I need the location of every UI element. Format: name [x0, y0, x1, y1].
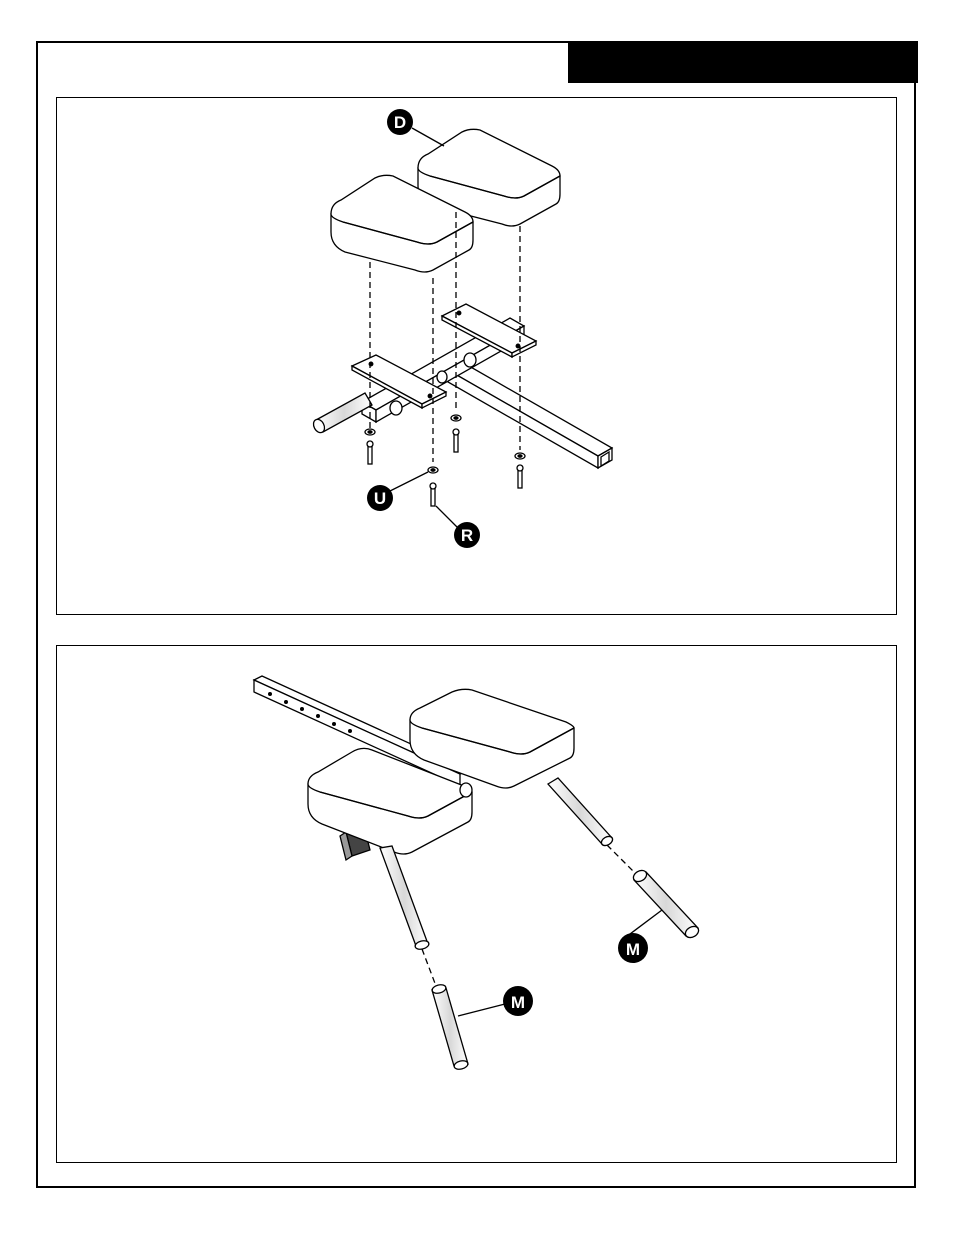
- callout-u-label: U: [374, 489, 386, 508]
- step-1-diagram: [311, 128, 612, 528]
- callout-m-left-label: M: [511, 993, 525, 1012]
- left-roller-pad: [431, 983, 469, 1070]
- left-rod-stub: [380, 846, 430, 951]
- callout-r-label: R: [461, 526, 473, 545]
- right-roller-pad: [631, 868, 700, 940]
- callout-u: U: [367, 485, 393, 511]
- step-2-diagram: [254, 676, 701, 1071]
- callout-d-label: D: [394, 113, 406, 132]
- callout-m-right: M: [618, 933, 648, 963]
- main-frame-tube: [448, 362, 612, 468]
- right-rod-stub: [548, 778, 614, 847]
- callout-d: D: [387, 109, 413, 135]
- callout-r: R: [454, 522, 480, 548]
- callout-m-right-label: M: [626, 940, 640, 959]
- callout-m-left: M: [503, 986, 533, 1016]
